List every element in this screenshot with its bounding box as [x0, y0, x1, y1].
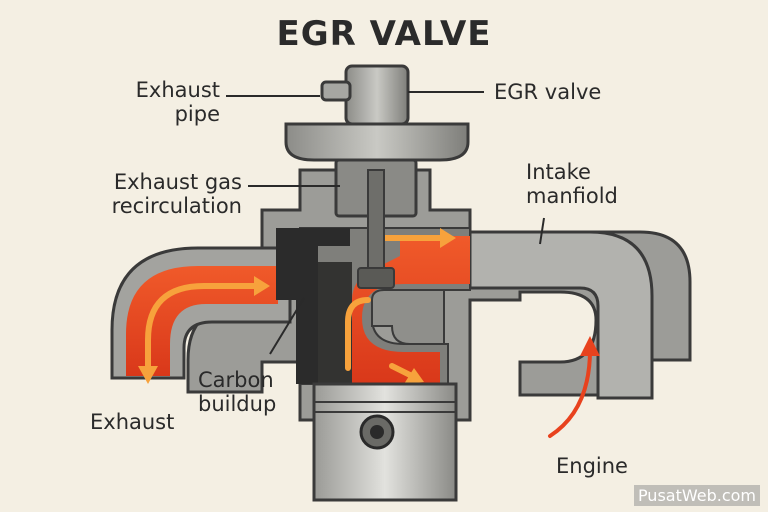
- label-exhaust: Exhaust: [90, 410, 175, 434]
- watermark: PusatWeb.com: [633, 485, 760, 506]
- label-exhaust-pipe: Exhaust pipe: [135, 78, 220, 126]
- valve-nozzle: [320, 80, 352, 102]
- engine-flow-arrow: [548, 348, 592, 438]
- intake-manifold-pipe: [468, 230, 654, 400]
- valve-diaphragm-housing: [284, 122, 470, 162]
- label-egr-valve: EGR valve: [494, 80, 602, 104]
- label-carbon-buildup: Carbon buildup: [198, 368, 277, 416]
- valve-cap: [344, 64, 410, 126]
- exhaust-gas-flow-left: [126, 266, 278, 376]
- flow-arrows: [145, 235, 443, 379]
- leader-lines: [226, 91, 545, 355]
- diagram-title: EGR VALVE: [276, 14, 492, 54]
- carbon-buildup-deposit: [276, 228, 350, 384]
- label-engine: Engine: [556, 454, 628, 478]
- engine-flow-arrowhead: [580, 336, 600, 356]
- carbon-buildup-deposit-2: [318, 262, 352, 384]
- label-exhaust-gas-recirculation: Exhaust gas recirculation: [111, 170, 242, 218]
- valve-poppet: [357, 267, 395, 289]
- flow-arrowheads: [138, 228, 456, 384]
- inner-baffle: [371, 289, 445, 345]
- label-intake-manifold: Intake manfiold: [526, 160, 618, 208]
